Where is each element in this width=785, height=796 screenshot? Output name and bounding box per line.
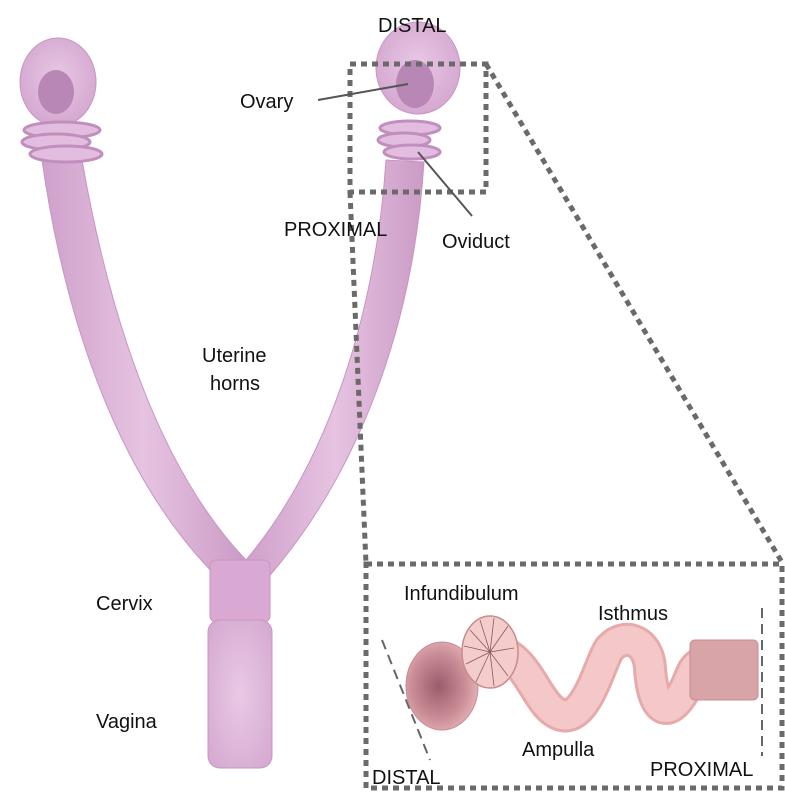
label-infundibulum: Infundibulum xyxy=(404,583,519,605)
oviduct-leader xyxy=(418,152,472,216)
label-proximal-mid: PROXIMAL xyxy=(284,219,387,241)
inset-uterus-end xyxy=(690,640,758,700)
label-vagina: Vagina xyxy=(96,711,158,733)
zoom-line-right xyxy=(486,64,783,564)
left-uterine-horn xyxy=(42,160,246,578)
inset-oviduct-inner xyxy=(490,640,700,716)
left-oviduct-coils xyxy=(22,122,102,162)
cervix-shape xyxy=(210,560,270,622)
left-ovary-follicle xyxy=(38,70,74,114)
label-ampulla: Ampulla xyxy=(522,739,595,761)
label-ovary: Ovary xyxy=(240,91,293,113)
label-cervix: Cervix xyxy=(96,593,153,615)
right-ovary-follicle xyxy=(396,60,434,108)
label-distal-top: DISTAL xyxy=(378,15,447,37)
right-oviduct-coils xyxy=(378,121,440,159)
label-oviduct: Oviduct xyxy=(442,231,510,253)
vagina-shape xyxy=(208,620,272,768)
label-uterine: Uterine xyxy=(202,345,266,367)
label-horns: horns xyxy=(210,373,260,395)
label-proximal-bottom: PROXIMAL xyxy=(650,759,753,781)
label-distal-bottom: DISTAL xyxy=(372,767,441,789)
label-isthmus: Isthmus xyxy=(598,603,668,625)
